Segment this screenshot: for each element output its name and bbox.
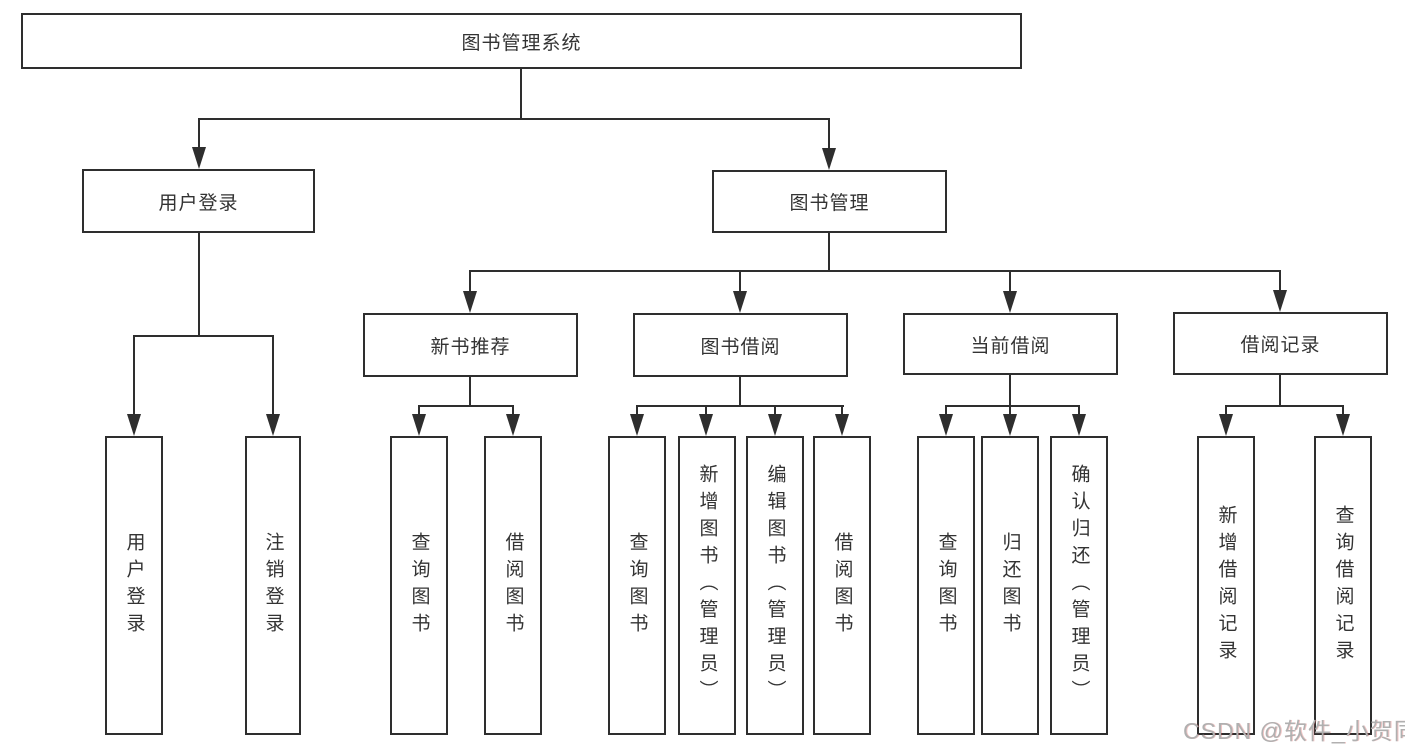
arrow-down-icon — [835, 414, 849, 436]
node-user-login: 用户登录 — [82, 169, 315, 233]
connector-current-borrow-split — [945, 405, 1080, 407]
connector-drop-leaf — [774, 405, 776, 419]
connector-borrow-record-split — [1225, 405, 1344, 407]
node-current-borrow-label: 当前借阅 — [970, 335, 1051, 357]
leaf-add-borrow-record-label: 新增借阅记录 — [1215, 504, 1237, 667]
leaf-borrow-book-label: 借阅图书 — [831, 531, 853, 640]
connector-drop-current-borrow — [1009, 270, 1011, 294]
leaf-query-book-borrow: 查询图书 — [608, 436, 666, 735]
connector-new-book-rec-split — [418, 405, 514, 407]
leaf-borrow-book-rec-label: 借阅图书 — [502, 531, 524, 640]
arrow-down-icon — [768, 414, 782, 436]
leaf-query-book-rec-label: 查询图书 — [408, 531, 430, 640]
node-current-borrow: 当前借阅 — [903, 313, 1118, 375]
connector-new-book-rec-stem — [469, 377, 471, 406]
connector-book-borrow-stem — [739, 377, 741, 406]
node-new-book-rec: 新书推荐 — [363, 313, 578, 377]
connector-drop-leaf — [945, 405, 947, 419]
node-borrow-record: 借阅记录 — [1173, 312, 1388, 375]
connector-current-borrow-stem — [1009, 375, 1011, 406]
leaf-query-book-borrow-label: 查询图书 — [626, 531, 648, 640]
leaf-edit-book-admin-label: 编辑图书（管理员） — [764, 464, 786, 707]
arrow-down-icon — [412, 414, 426, 436]
node-new-book-rec-label: 新书推荐 — [430, 336, 511, 358]
connector-drop-new-book-rec — [469, 270, 471, 294]
leaf-confirm-return-admin: 确认归还（管理员） — [1050, 436, 1108, 735]
connector-drop-leaf — [1009, 405, 1011, 419]
leaf-borrow-book-rec: 借阅图书 — [484, 436, 542, 735]
leaf-query-borrow-record: 查询借阅记录 — [1314, 436, 1372, 735]
node-book-mgmt: 图书管理 — [712, 170, 947, 233]
arrow-down-icon — [1003, 291, 1017, 313]
connector-book-borrow-split — [636, 405, 844, 407]
node-root-label: 图书管理系统 — [461, 32, 582, 54]
connector-drop-leaf — [1342, 405, 1344, 419]
connector-drop-leaf — [1225, 405, 1227, 419]
node-borrow-record-label: 借阅记录 — [1240, 335, 1321, 356]
arrow-down-icon — [463, 291, 477, 313]
arrow-down-icon — [733, 291, 747, 313]
connector-drop-leaf — [1078, 405, 1080, 419]
connector-user-login-split — [133, 335, 274, 337]
leaf-query-book-current-label: 查询图书 — [935, 531, 957, 640]
connector-drop-leaf — [512, 405, 514, 419]
leaf-add-borrow-record: 新增借阅记录 — [1197, 436, 1255, 735]
leaf-return-book: 归还图书 — [981, 436, 1039, 735]
arrow-down-icon — [127, 414, 141, 436]
arrow-down-icon — [822, 148, 836, 170]
leaf-user-login-label: 用户登录 — [123, 531, 145, 640]
arrow-down-icon — [1072, 414, 1086, 436]
arrow-down-icon — [939, 414, 953, 436]
leaf-return-book-label: 归还图书 — [999, 531, 1021, 640]
arrow-down-icon — [1273, 290, 1287, 312]
leaf-confirm-return-admin-label: 确认归还（管理员） — [1068, 464, 1090, 707]
arrow-down-icon — [1336, 414, 1350, 436]
leaf-logout: 注销登录 — [245, 436, 301, 735]
connector-drop-book-mgmt — [828, 118, 830, 152]
leaf-borrow-book: 借阅图书 — [813, 436, 871, 735]
connector-drop-book-borrow — [739, 270, 741, 294]
node-book-borrow: 图书借阅 — [633, 313, 848, 377]
leaf-query-borrow-record-label: 查询借阅记录 — [1332, 504, 1354, 667]
connector-root-split — [198, 118, 830, 120]
node-user-login-label: 用户登录 — [158, 192, 239, 214]
leaf-add-book-admin: 新增图书（管理员） — [678, 436, 736, 735]
arrow-down-icon — [1003, 414, 1017, 436]
connector-drop-borrow-record — [1279, 270, 1281, 294]
leaf-query-book-current: 查询图书 — [917, 436, 975, 735]
connector-borrow-record-stem — [1279, 375, 1281, 406]
leaf-add-book-admin-label: 新增图书（管理员） — [696, 464, 718, 707]
connector-drop-leaf — [133, 335, 135, 416]
node-book-borrow-label: 图书借阅 — [700, 336, 781, 358]
connector-drop-user-login — [198, 118, 200, 152]
node-book-mgmt-label: 图书管理 — [789, 193, 870, 214]
arrow-down-icon — [630, 414, 644, 436]
connector-drop-leaf — [636, 405, 638, 419]
leaf-query-book-rec: 查询图书 — [390, 436, 448, 735]
connector-user-login-stem — [198, 233, 200, 336]
connector-book-mgmt-stem — [828, 233, 830, 272]
watermark: CSDN @软件_小贺同学 — [1183, 718, 1405, 744]
connector-drop-leaf — [418, 405, 420, 419]
arrow-down-icon — [699, 414, 713, 436]
arrow-down-icon — [266, 414, 280, 436]
arrow-down-icon — [506, 414, 520, 436]
connector-drop-leaf — [841, 405, 843, 419]
connector-root-stem — [520, 69, 522, 119]
connector-drop-leaf — [272, 335, 274, 416]
connector-book-mgmt-split — [469, 270, 1281, 272]
leaf-logout-label: 注销登录 — [262, 531, 284, 640]
connector-drop-leaf — [705, 405, 707, 419]
leaf-edit-book-admin: 编辑图书（管理员） — [746, 436, 804, 735]
node-root: 图书管理系统 — [21, 13, 1022, 69]
arrow-down-icon — [192, 147, 206, 169]
leaf-user-login: 用户登录 — [105, 436, 163, 735]
arrow-down-icon — [1219, 414, 1233, 436]
